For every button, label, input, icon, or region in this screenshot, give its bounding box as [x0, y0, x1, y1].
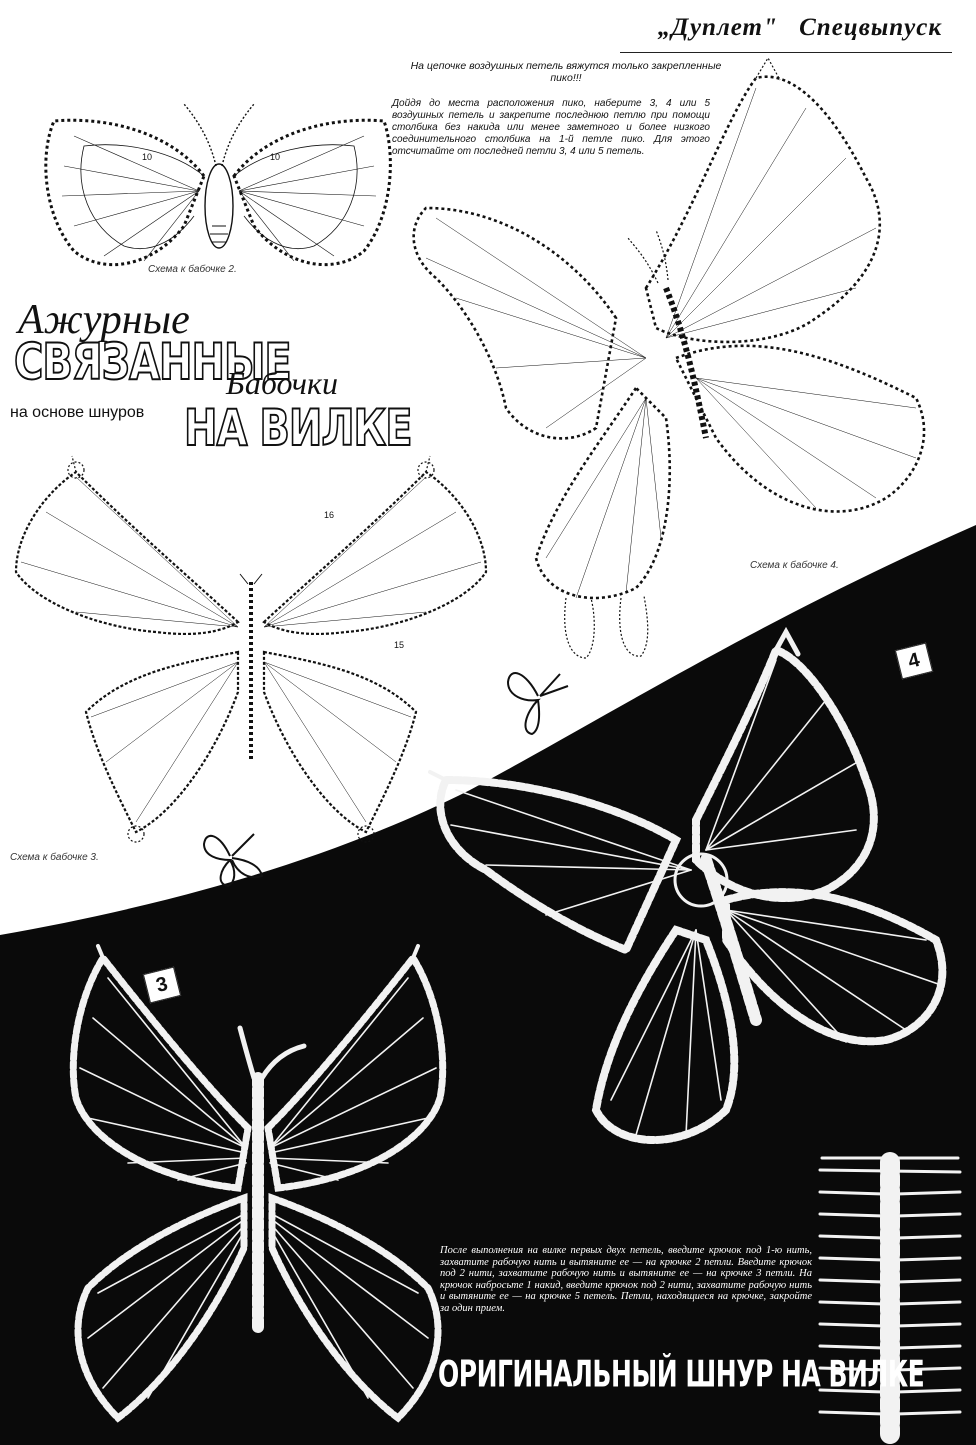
scheme3-number-15: 15 — [394, 640, 404, 650]
title-line-1: Ажурные — [18, 297, 190, 343]
scheme2-number-10b: 10 — [270, 152, 280, 162]
cord-instructions: После выполнения на вилке первых двух пе… — [440, 1245, 812, 1314]
cord-title: ОРИГИНАЛЬНЫЙ ШНУР НА ВИЛКЕ — [438, 1353, 925, 1396]
scheme3-caption: Схема к бабочке 3. — [10, 852, 99, 863]
scheme3-number-16: 16 — [324, 510, 334, 520]
scheme4-caption: Схема к бабочке 4. — [750, 560, 839, 571]
publication-name: „Дуплет" — [657, 14, 778, 41]
masthead-rule — [620, 52, 952, 53]
scheme-butterfly-3: 16 15 — [14, 455, 488, 843]
title-line-3: Бабочки — [226, 365, 338, 401]
title-line-5: НА ВИЛКЕ — [183, 399, 413, 459]
scheme2-caption: Схема к бабочке 2. — [148, 264, 237, 275]
picot-note-body: Дойдя до места расположения пико, набери… — [392, 98, 710, 157]
masthead: „Дуплет" Спецвыпуск — [658, 14, 942, 42]
title-line-2: СВЯЗАННЫЕ — [13, 333, 292, 393]
photo-butterfly-4 — [428, 626, 947, 1144]
title-line-4: на основе шнуров — [10, 404, 145, 421]
photo-butterfly-3 — [69, 944, 447, 1423]
picot-note-title: На цепочке воздушных петель вяжутся толь… — [410, 60, 722, 84]
butterfly-outline-icon — [506, 672, 569, 736]
photo-hairpin-cord — [816, 1152, 964, 1444]
issue-name: Спецвыпуск — [799, 14, 942, 41]
scheme2-number-10a: 10 — [142, 152, 152, 162]
scheme-butterfly-4 — [412, 56, 926, 659]
butterfly-outline-icon — [202, 833, 264, 888]
scheme-butterfly-2: 10 10 — [44, 103, 392, 267]
